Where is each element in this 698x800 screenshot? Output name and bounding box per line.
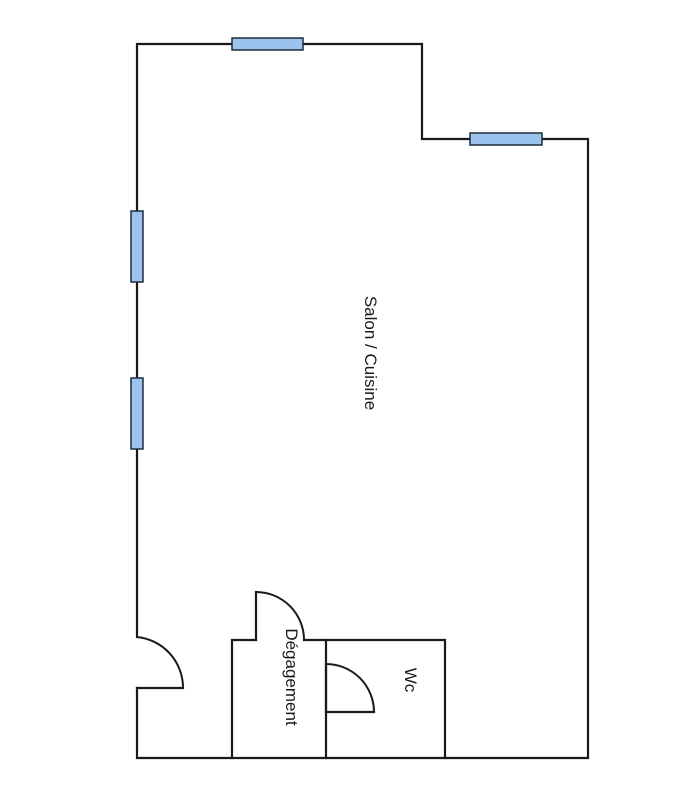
window	[130, 210, 144, 283]
window	[469, 132, 543, 146]
window	[231, 37, 304, 51]
room-label-salon-cuisine: Salon / Cuisine	[361, 296, 380, 410]
room-label-wc: Wc	[401, 668, 420, 693]
degagement-wall	[230, 638, 258, 760]
window	[130, 377, 144, 450]
degagement-door	[254, 590, 305, 642]
entrance-door	[135, 636, 185, 690]
wc-door	[324, 662, 376, 714]
room-label-degagement: Dégagement	[282, 628, 301, 726]
wc-wall	[302, 638, 447, 760]
